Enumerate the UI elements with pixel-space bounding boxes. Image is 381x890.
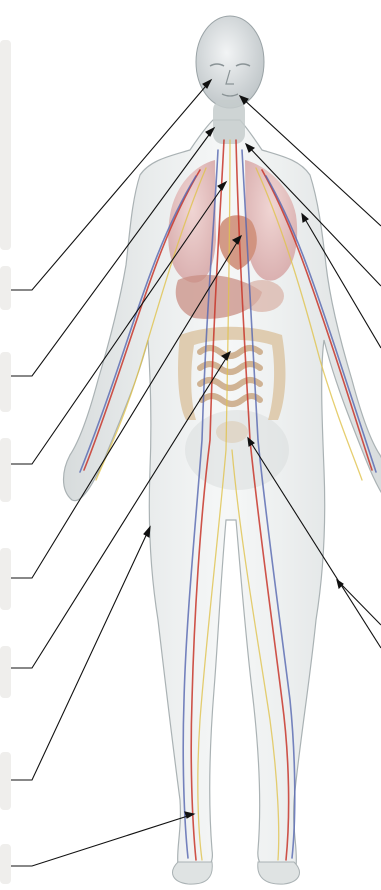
skull	[196, 16, 264, 108]
label-box-2	[0, 266, 11, 310]
foot-left	[258, 862, 300, 884]
head	[196, 16, 264, 144]
leader-arrow-6	[144, 527, 150, 537]
label-box-5	[0, 548, 11, 610]
label-box-7	[0, 752, 11, 810]
bladder	[216, 421, 248, 443]
stomach	[240, 280, 284, 312]
label-box-8	[0, 844, 11, 884]
foot-right	[173, 862, 213, 884]
label-box-1	[0, 40, 11, 250]
label-box-4	[0, 438, 11, 502]
leader-line-6	[11, 527, 150, 780]
neck	[213, 100, 245, 144]
leader-line-7	[11, 814, 194, 866]
leader-line-r4	[337, 580, 381, 625]
label-box-6	[0, 646, 11, 698]
label-boxes	[0, 40, 11, 884]
label-box-3	[0, 352, 11, 412]
feet	[173, 862, 300, 884]
